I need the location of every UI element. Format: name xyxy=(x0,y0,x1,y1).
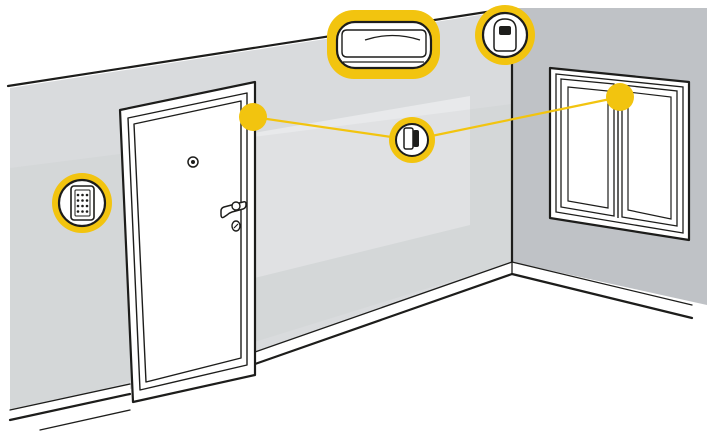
siren-icon xyxy=(342,30,426,62)
keypad-key xyxy=(86,210,89,213)
keypad-key xyxy=(86,194,89,197)
motion-detector-device xyxy=(475,5,535,65)
siren-device xyxy=(327,10,440,79)
keypad-device xyxy=(52,173,112,233)
keypad-key xyxy=(81,210,84,213)
keypad-key xyxy=(86,199,89,202)
door-sensor-point xyxy=(239,103,267,131)
door-contact-sensor-device xyxy=(389,117,435,163)
keypad-key xyxy=(86,205,89,208)
keypad-key xyxy=(81,199,84,202)
keypad-key xyxy=(77,199,80,202)
door-peephole xyxy=(188,157,198,167)
door-lock xyxy=(232,221,240,231)
keypad-key xyxy=(77,205,80,208)
motion-detector-icon xyxy=(494,19,516,51)
keypad-icon xyxy=(71,186,94,220)
door xyxy=(120,82,255,402)
keypad-key xyxy=(81,194,84,197)
window-sensor-point xyxy=(606,83,634,111)
keypad-key xyxy=(81,205,84,208)
keypad-key xyxy=(77,210,80,213)
keypad-key xyxy=(77,194,80,197)
contact-sensor-icon xyxy=(404,128,419,149)
